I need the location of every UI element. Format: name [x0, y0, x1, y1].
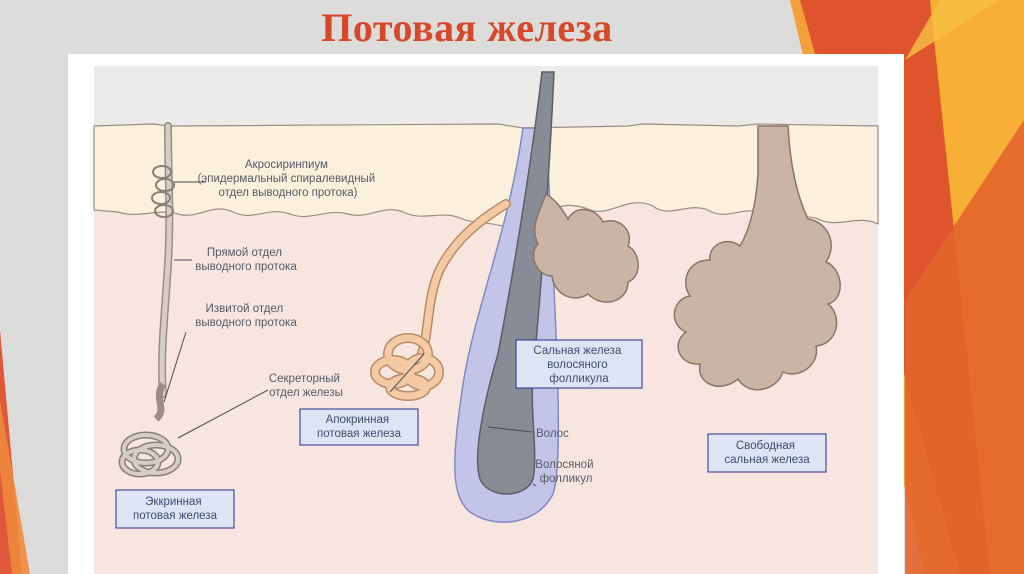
left-decor-shard-2 [0, 400, 30, 574]
eccrine-gland [118, 122, 182, 478]
eccrine-coiled-duct [153, 382, 167, 422]
follicle-sebaceous-gland [532, 192, 639, 303]
eccrine-spiral-coils [151, 165, 175, 218]
slide-title: Потовая железа [321, 5, 613, 50]
label-hair: Волос [536, 428, 569, 440]
label-acrosyringium: Акросиринпиум (эпидермальный спиралевидн… [198, 159, 379, 199]
apocrine-gland [370, 199, 511, 401]
svg-text:Эккринная потовая железа: Эккринная потовая железа [133, 496, 218, 522]
label-secretory-part: Секреторный отдел железы [269, 373, 343, 399]
right-decor-shard-deep [905, 120, 1024, 574]
sweat-gland-diagram: Акросиринпиум (эпидермальный спиралевидн… [68, 54, 904, 574]
box-eccrine-gland: Эккринная потовая железа [115, 489, 235, 529]
label-hair-follicle: Волосяной фолликул [535, 459, 596, 485]
svg-text:Свободная сальная железа: Свободная сальная железа [724, 440, 810, 466]
label-straight-duct: Прямой отдел выводного протока [195, 247, 297, 273]
hair-with-follicle [454, 71, 560, 523]
free-sebaceous-gland [673, 125, 841, 391]
svg-text:Сальная железа волосяног: Сальная железа волосяного фолликула [533, 345, 624, 385]
leader-lines [163, 181, 537, 487]
sky-area [94, 66, 878, 126]
box-follicle-sebaceous-gland: Сальная железа волосяного фолликула [515, 339, 643, 389]
right-decor-shard-top [905, 0, 1000, 60]
box-free-sebaceous-gland: Свободная сальная железа [707, 433, 827, 473]
svg-text:Апокринная потовая желез: Апокринная потовая железа [317, 414, 402, 440]
box-apocrine-gland: Апокринная потовая железа [299, 408, 419, 446]
hair-shaft [476, 71, 555, 495]
label-coiled-duct: Извитой отдел выводного протока [195, 303, 297, 329]
